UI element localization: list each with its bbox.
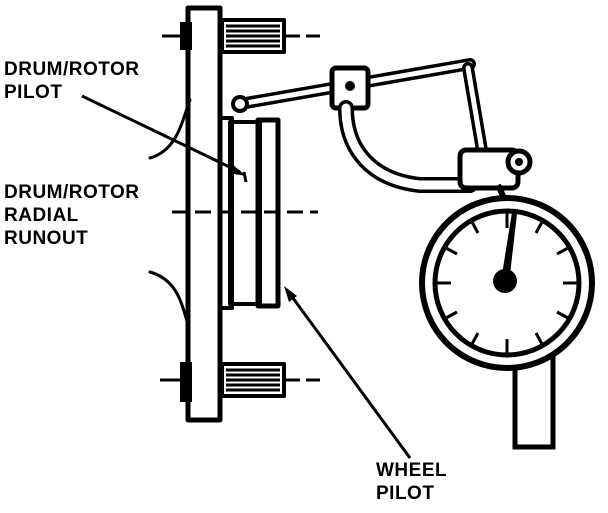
hub-edge-curve-top <box>148 98 192 160</box>
label-drum-rotor-pilot: DRUM/ROTOR PILOT <box>4 58 140 104</box>
hub-edge-curve-bottom <box>148 270 190 327</box>
indicator-linkage <box>231 58 533 202</box>
label-drum-rotor-pilot-line1: DRUM/ROTOR <box>4 59 140 80</box>
hub-plate <box>185 5 234 423</box>
label-wheel-pilot-line2: PILOT <box>376 483 435 504</box>
label-radial-runout-line2: RADIAL <box>4 205 79 226</box>
label-drum-rotor-radial-runout: DRUM/ROTOR RADIAL RUNOUT <box>4 181 140 250</box>
label-wheel-pilot: WHEEL PILOT <box>376 459 447 505</box>
label-wheel-pilot-line1: WHEEL <box>376 460 448 481</box>
label-drum-rotor-pilot-line2: PILOT <box>4 82 63 103</box>
wheel-stud-bottom <box>180 362 322 402</box>
label-radial-runout-line1: DRUM/ROTOR <box>4 182 140 203</box>
dial-indicator <box>419 195 595 450</box>
leader-wheel-pilot <box>284 286 412 459</box>
wheel-stud-top <box>180 18 322 54</box>
leader-drum-rotor-pilot <box>81 94 248 183</box>
label-radial-runout-line3: RUNOUT <box>4 228 89 249</box>
